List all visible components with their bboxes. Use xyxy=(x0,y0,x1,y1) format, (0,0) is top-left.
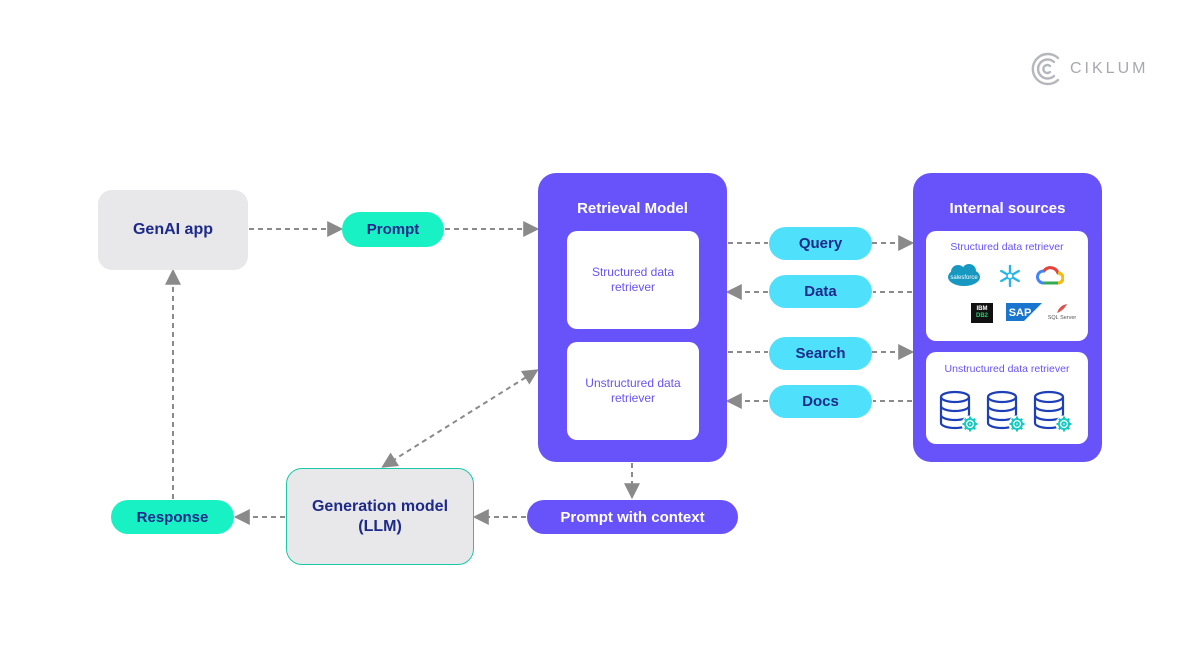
brand-logo: CIKLUM xyxy=(1030,52,1148,86)
retrieval-model-panel: Retrieval Model Structured data retrieve… xyxy=(538,173,727,462)
generation-model-sublabel: (LLM) xyxy=(358,517,402,535)
database-icon-row xyxy=(939,390,1079,434)
brand-name: CIKLUM xyxy=(1070,60,1149,77)
data-pill: Data xyxy=(769,275,872,308)
snowflake-icon xyxy=(998,264,1022,288)
query-pill: Query xyxy=(769,227,872,260)
genai-app-node: GenAI app xyxy=(98,190,248,270)
structured-sources-card: Structured data retriever salesforce xyxy=(926,231,1088,341)
sap-text: SAP xyxy=(1009,307,1032,319)
structured-retriever-card: Structured data retriever xyxy=(567,231,699,329)
internal-sources-panel: Internal sources Structured data retriev… xyxy=(913,173,1102,462)
prompt-with-context-pill: Prompt with context xyxy=(527,500,738,534)
prompt-with-context-label: Prompt with context xyxy=(560,508,705,526)
sql-server-text: SQL Server xyxy=(1047,314,1077,321)
db2-text: DB2 xyxy=(975,313,988,319)
search-pill: Search xyxy=(769,337,872,370)
sap-icon: SAP xyxy=(1006,303,1042,321)
google-cloud-icon xyxy=(1036,264,1064,288)
generation-model-label: Generation model xyxy=(311,497,449,515)
salesforce-icon: salesforce xyxy=(946,263,982,289)
structured-retriever-label: Structured data retriever xyxy=(591,265,675,294)
ciklum-logo-icon xyxy=(1031,52,1060,86)
salesforce-text: salesforce xyxy=(950,275,978,281)
database-gear-icon xyxy=(939,390,979,433)
unstructured-sources-card: Unstructured data retriever xyxy=(926,352,1088,444)
response-label: Response xyxy=(136,508,209,526)
docs-label: Docs xyxy=(802,393,839,410)
genai-app-label: GenAI app xyxy=(132,221,213,238)
response-pill: Response xyxy=(111,500,234,534)
search-label: Search xyxy=(795,345,846,362)
ibm-text: IBM xyxy=(976,306,988,312)
data-label: Data xyxy=(804,283,837,300)
structured-sources-title: Structured data retriever xyxy=(950,241,1064,253)
generation-model-node: Generation model (LLM) xyxy=(286,468,474,565)
query-label: Query xyxy=(798,235,843,252)
database-gear-icon xyxy=(986,390,1026,433)
ibm-db2-icon: IBM DB2 xyxy=(971,303,993,323)
prompt-pill: Prompt xyxy=(342,212,444,247)
prompt-label: Prompt xyxy=(366,221,420,238)
database-gear-icon xyxy=(1033,390,1073,433)
docs-pill: Docs xyxy=(769,385,872,418)
unstructured-sources-title: Unstructured data retriever xyxy=(944,363,1070,375)
unstructured-retriever-label: Unstructured data retriever xyxy=(585,376,681,405)
retrieval-model-title: Retrieval Model xyxy=(577,200,688,217)
sql-server-icon: SQL Server xyxy=(1046,299,1078,325)
arrow-generation-retrieval xyxy=(381,369,539,468)
unstructured-retriever-card: Unstructured data retriever xyxy=(567,342,699,440)
internal-sources-title: Internal sources xyxy=(949,200,1066,217)
